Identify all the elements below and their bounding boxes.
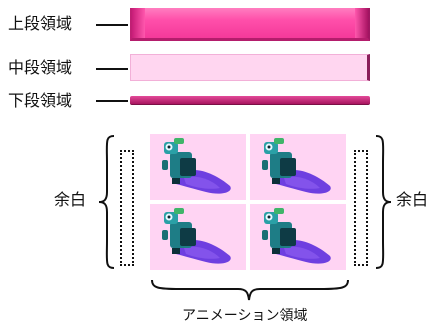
robot-icon <box>162 208 231 264</box>
right-margin-label: 余白 <box>396 190 429 209</box>
left-margin-box <box>120 150 134 266</box>
left-brace <box>98 135 115 269</box>
right-margin-box <box>354 150 368 266</box>
middle-region-bar <box>130 54 370 81</box>
upper-region-label: 上段領域 <box>8 14 73 33</box>
robot-icon <box>262 138 331 194</box>
animation-cell <box>150 134 246 200</box>
animation-cell <box>150 204 246 270</box>
left-margin-label: 余白 <box>54 190 87 209</box>
lower-region-bar <box>130 96 370 105</box>
lower-region-leader <box>96 100 128 102</box>
middle-region-label: 中段領域 <box>8 58 73 77</box>
animation-grid <box>150 134 346 270</box>
animation-area-label: アニメーション領域 <box>182 308 308 324</box>
upper-region-bar <box>130 8 370 41</box>
middle-region-leader <box>96 68 128 70</box>
animation-cell <box>250 204 346 270</box>
animation-cell <box>250 134 346 200</box>
upper-region-leader <box>96 24 128 26</box>
bottom-brace <box>151 279 349 301</box>
right-brace <box>375 135 392 269</box>
robot-icon <box>262 208 331 264</box>
lower-region-label: 下段領域 <box>8 91 73 110</box>
robot-icon <box>162 138 231 194</box>
